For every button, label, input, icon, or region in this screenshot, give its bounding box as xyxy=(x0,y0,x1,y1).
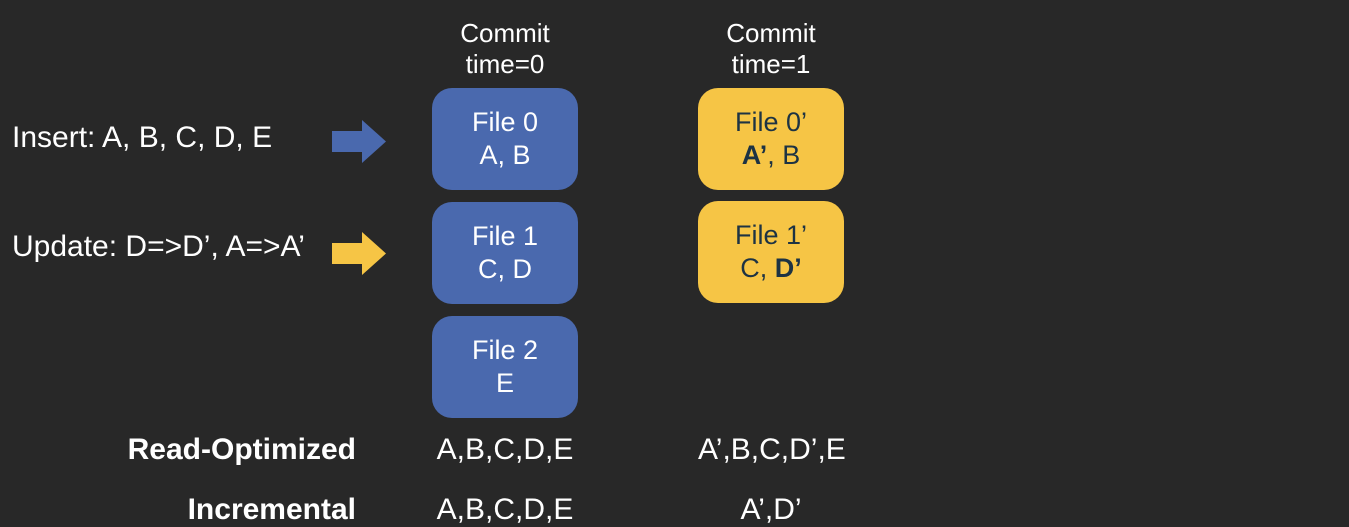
file-0-prime-contents-bold: A’ xyxy=(741,140,768,170)
incremental-commit0-value: A,B,C,D,E xyxy=(436,493,574,526)
file-2-box: File 2 E xyxy=(432,316,578,418)
file-0-prime-contents-post: , B xyxy=(767,140,801,170)
file-2-title: File 2 xyxy=(471,335,539,365)
file-0-prime-contents: A’, B xyxy=(742,139,801,172)
file-0-prime-box: File 0’ A’, B xyxy=(698,88,844,190)
file-1-prime-contents-pre: C, xyxy=(740,253,775,283)
commit-time0-header-line1: Commit xyxy=(460,18,550,48)
file-1-prime-contents-bold: D’ xyxy=(774,253,802,283)
file-1-box: File 1 C, D xyxy=(432,202,578,304)
read-optimized-commit0-value: A,B,C,D,E xyxy=(436,433,574,466)
file-0-contents-pre: A, B xyxy=(479,140,531,170)
update-arrow-icon xyxy=(332,232,386,275)
update-operation-label: Update: D=>D’, A=>A’ xyxy=(12,230,305,263)
file-1-prime-box: File 1’ C, D’ xyxy=(698,201,844,303)
incremental-label: Incremental xyxy=(187,493,356,526)
file-1-contents-pre: C, D xyxy=(478,254,532,284)
file-0-box: File 0 A, B xyxy=(432,88,578,190)
commit-time1-header-line1: Commit xyxy=(726,18,816,48)
file-0-contents: A, B xyxy=(479,139,530,172)
incremental-commit1-value: A’,D’ xyxy=(740,493,802,526)
file-1-prime-title: File 1’ xyxy=(734,220,808,250)
file-2-contents: E xyxy=(496,367,514,400)
file-1-prime-contents: C, D’ xyxy=(740,252,802,285)
file-0-prime-title: File 0’ xyxy=(734,107,808,137)
insert-arrow-icon xyxy=(332,120,386,163)
insert-operation-label: Insert: A, B, C, D, E xyxy=(12,121,273,154)
read-optimized-commit1-value: A’,B,C,D’,E xyxy=(698,433,846,466)
file-0-title: File 0 xyxy=(471,107,539,137)
file-1-contents: C, D xyxy=(478,253,532,286)
commit-time1-header: Commit time=1 xyxy=(698,18,844,80)
commit-time1-header-line2: time=1 xyxy=(731,49,811,79)
commit-time0-header: Commit time=0 xyxy=(432,18,578,80)
file-1-title: File 1 xyxy=(471,221,539,251)
read-optimized-label: Read-Optimized xyxy=(127,433,356,466)
commit-time0-header-line2: time=0 xyxy=(465,49,545,79)
file-2-contents-pre: E xyxy=(495,368,514,398)
